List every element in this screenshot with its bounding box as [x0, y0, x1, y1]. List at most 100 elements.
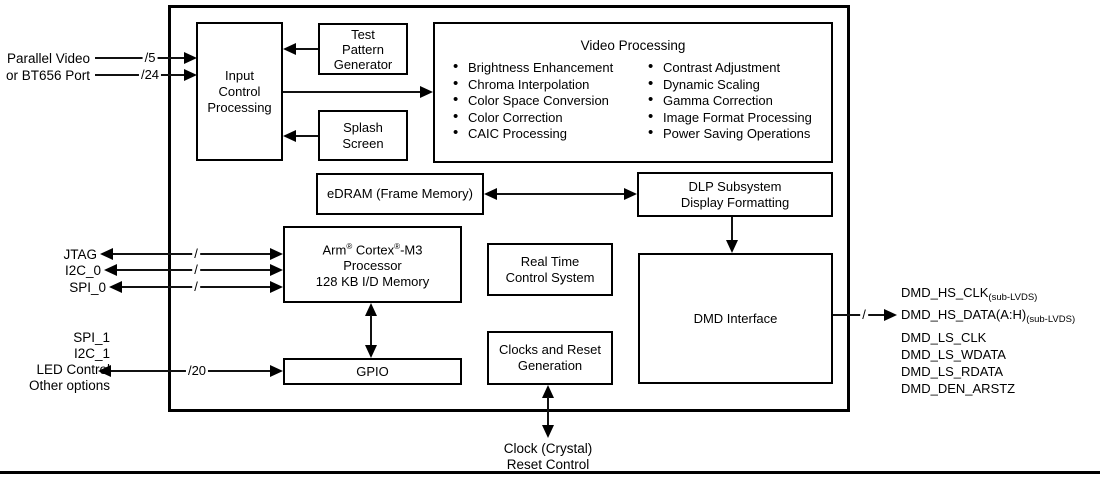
block-edram: eDRAM (Frame Memory)	[316, 173, 484, 215]
label-line: LED Control	[36, 362, 110, 377]
block-input-control-processing: Input Control Processing	[196, 22, 283, 161]
arrowhead-right-icon	[270, 281, 283, 293]
arrowhead-left-icon	[484, 188, 497, 200]
video-processing-right-list: Contrast Adjustment Dynamic Scaling Gamm…	[646, 59, 812, 143]
block-text: Processing	[207, 99, 272, 115]
bus-mark: /	[192, 261, 200, 277]
port-label-i2c0: I2C_0	[64, 263, 101, 278]
bottom-rule	[0, 471, 1100, 474]
block-text: Control	[218, 83, 261, 99]
block-text: Splash	[343, 119, 383, 135]
block-dmd-interface: DMD Interface	[638, 253, 833, 384]
signal-name: DMD_LS_CLK	[901, 330, 987, 345]
arrowhead-down-icon	[365, 345, 377, 358]
port-label-jtag: JTAG	[63, 247, 98, 262]
dmd-signal-label: DMD_LS_WDATA	[901, 347, 1006, 362]
arrowhead-left-icon	[104, 264, 117, 276]
block-text: Display Formatting	[680, 194, 790, 210]
arrowhead-left-icon	[109, 281, 122, 293]
block-splash-screen: Splash Screen	[318, 110, 408, 161]
bus-mark: /	[192, 245, 200, 261]
signal-subscript: (sub-LVDS)	[988, 292, 1038, 303]
block-text: Pattern	[342, 41, 384, 57]
edram-dlp-line	[497, 193, 624, 195]
arrowhead-right-icon	[884, 309, 897, 321]
video-processing-left-list: Brightness Enhancement Chroma Interpolat…	[451, 59, 613, 143]
block-text: Control System	[505, 269, 595, 285]
signal-name: DMD_DEN_ARSTZ	[901, 381, 1016, 396]
block-text: Clocks and Reset	[499, 342, 601, 357]
arrowhead-right-icon	[624, 188, 637, 200]
arrowhead-right-icon	[420, 86, 433, 98]
block-text: 128 KB I/D Memory	[315, 274, 430, 290]
signal-name: DMD_HS_CLK	[901, 285, 989, 300]
parallel-video-label: Parallel Video or BT656 Port	[0, 50, 90, 84]
video-feature-item: Gamma Correction	[646, 92, 812, 110]
parallel-video-line	[95, 57, 184, 59]
arrowhead-right-icon	[270, 264, 283, 276]
arrowhead-left-icon	[283, 130, 296, 142]
dmd-signal-label: DMD_LS_CLK	[901, 330, 986, 345]
clock-reset-label: Clock (Crystal) Reset Control	[448, 441, 648, 473]
label-line: Parallel Video	[6, 51, 90, 66]
block-real-time-control: Real Time Control System	[487, 243, 613, 296]
block-text: Real Time	[520, 253, 580, 269]
dmd-signal-label: DMD_HS_DATA(A:H)(sub-LVDS)	[901, 307, 1075, 325]
gpio-ports-label: SPI_1 I2C_1 LED Control Other options	[0, 330, 110, 394]
arrowhead-left-icon	[283, 43, 296, 55]
block-video-processing: Video Processing Brightness Enhancement …	[433, 22, 833, 163]
block-test-pattern-generator: Test Pattern Generator	[318, 23, 408, 75]
video-processing-title: Video Processing	[580, 38, 686, 53]
dlp-to-dmd-line	[731, 217, 733, 241]
arrowhead-right-icon	[270, 365, 283, 377]
dmd-signal-label: DMD_DEN_ARSTZ	[901, 381, 1015, 396]
label-line: Other options	[28, 378, 110, 393]
video-feature-item: Chroma Interpolation	[451, 76, 613, 94]
block-text: Screen	[342, 135, 384, 151]
block-arm-processor: Arm® Cortex®-M3 Processor 128 KB I/D Mem…	[283, 226, 462, 303]
arrowhead-right-icon	[270, 248, 283, 260]
signal-name: DMD_LS_RDATA	[901, 364, 1004, 379]
clock-reset-line	[547, 397, 549, 426]
block-dlp-subsystem: DLP Subsystem Display Formatting	[637, 172, 833, 217]
block-text: GPIO	[356, 363, 389, 379]
video-feature-item: CAIC Processing	[451, 125, 613, 143]
block-text: Generator	[333, 56, 393, 72]
bus-width-label: /5	[142, 49, 158, 65]
signal-name: DMD_LS_WDATA	[901, 347, 1006, 362]
icp-to-video-line	[283, 91, 420, 93]
video-feature-item: Dynamic Scaling	[646, 76, 812, 94]
dmd-output-line	[833, 314, 885, 316]
video-feature-item: Color Correction	[451, 109, 613, 127]
arrowhead-left-icon	[98, 365, 111, 377]
label-line: SPI_1	[73, 330, 110, 345]
arrowhead-up-icon	[365, 303, 377, 316]
bus-mark: /	[192, 278, 200, 294]
arrowhead-down-icon	[726, 240, 738, 253]
block-text: Generation	[517, 358, 583, 373]
label-line: or BT656 Port	[5, 68, 90, 83]
jtag-line	[113, 253, 271, 255]
block-text: eDRAM (Frame Memory)	[327, 186, 473, 201]
arrowhead-right-icon	[184, 69, 197, 81]
dmd-signal-label: DMD_LS_RDATA	[901, 364, 1003, 379]
block-text: DLP Subsystem	[688, 178, 782, 194]
splash-arrow-line	[296, 135, 318, 137]
block-text: Processor	[343, 258, 402, 274]
video-feature-item: Image Format Processing	[646, 109, 812, 127]
label-line: I2C_1	[73, 346, 110, 361]
bus-width-label: /24	[138, 66, 162, 82]
label-line: Reset Control	[506, 457, 590, 472]
bus-mark: /	[860, 306, 868, 322]
block-text: Arm® Cortex®-M3	[322, 241, 423, 258]
arrowhead-left-icon	[100, 248, 113, 260]
video-feature-item: Power Saving Operations	[646, 125, 812, 143]
label-line: Clock (Crystal)	[503, 441, 593, 456]
block-text: DMD Interface	[693, 310, 778, 326]
arrowhead-down-icon	[542, 425, 554, 438]
tpg-arrow-line	[296, 48, 318, 50]
signal-name: DMD_HS_DATA(A:H)	[901, 307, 1027, 322]
video-feature-item: Color Space Conversion	[451, 92, 613, 110]
video-feature-item: Contrast Adjustment	[646, 59, 812, 77]
